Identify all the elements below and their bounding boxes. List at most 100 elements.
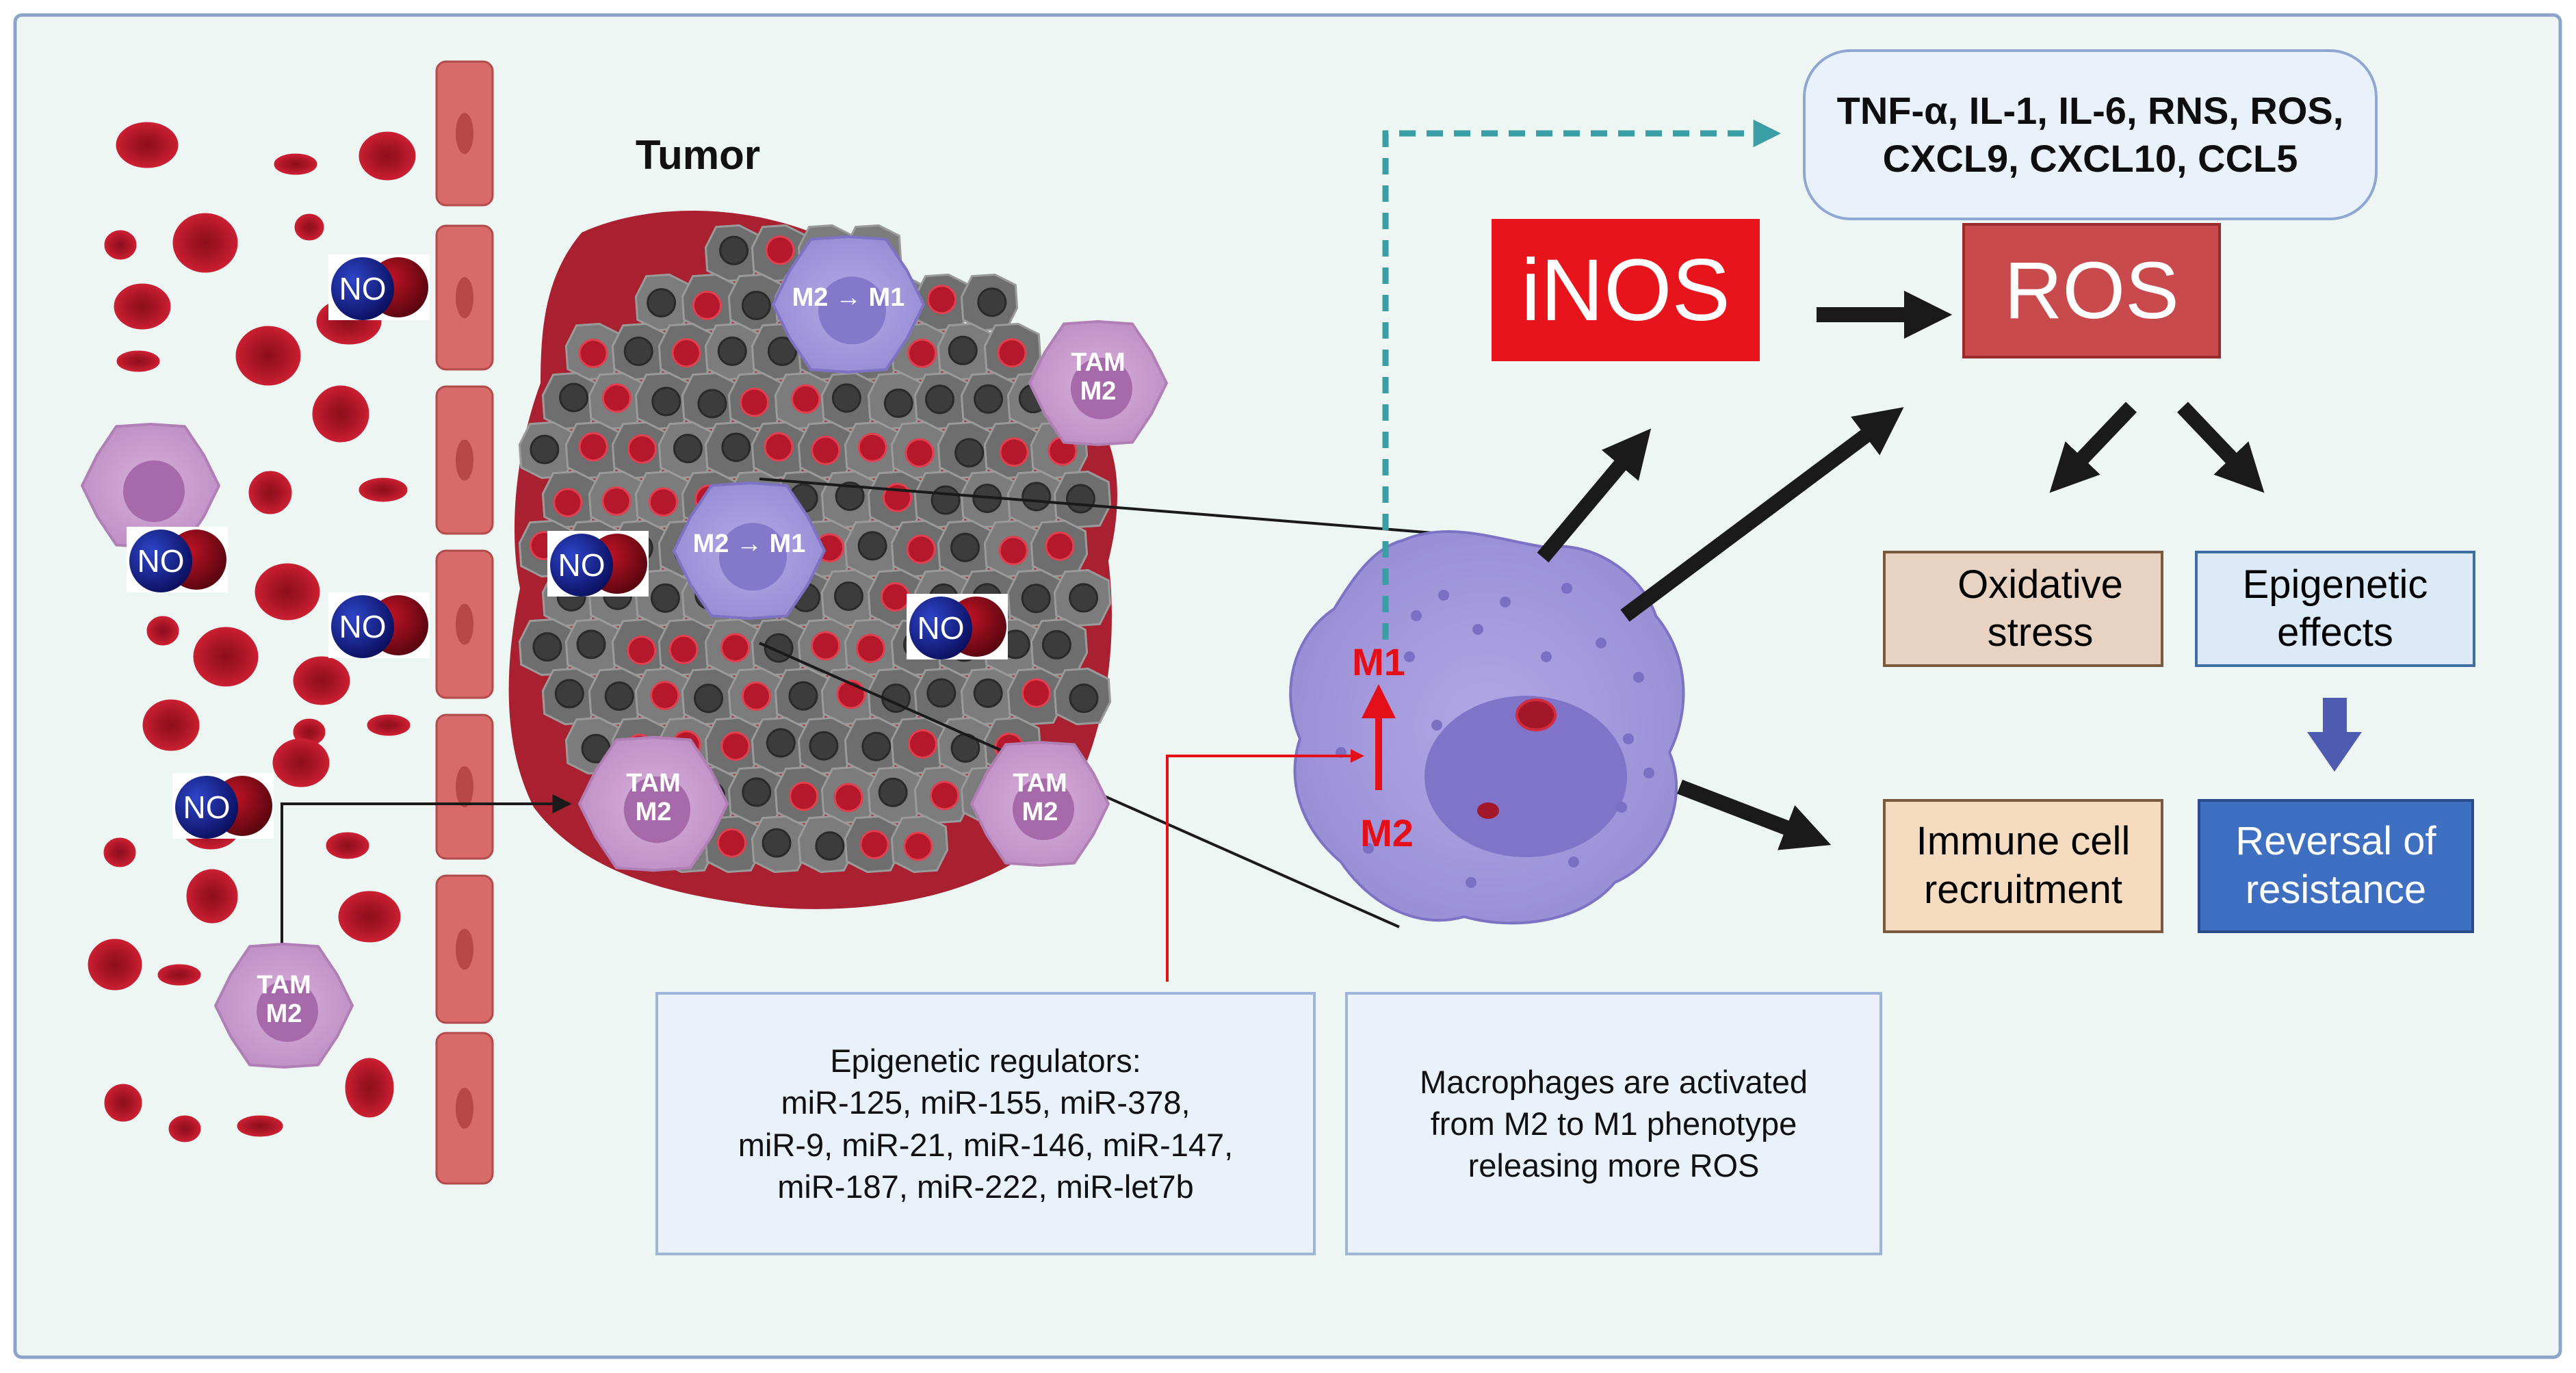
epigenetic-to-reversal-arrow bbox=[2307, 698, 2362, 772]
tumor-cell-nucleus bbox=[553, 488, 583, 518]
no-molecule-icon: NO bbox=[547, 531, 649, 597]
granule bbox=[1404, 651, 1415, 662]
red-blood-cell bbox=[172, 213, 238, 273]
tumor-cell-nucleus bbox=[926, 678, 957, 708]
granule bbox=[1596, 638, 1606, 649]
tam-cell bbox=[214, 943, 354, 1069]
regulators-line-3: miR-187, miR-222, miR-let7b bbox=[777, 1168, 1194, 1205]
m2-to-m1-label: M2 → M1 bbox=[692, 529, 806, 558]
red-blood-cell bbox=[114, 283, 171, 330]
tumor-cell-nucleus bbox=[997, 338, 1027, 368]
vessel-nucleus bbox=[456, 439, 473, 481]
red-blood-cell bbox=[168, 1115, 201, 1142]
epigenetic-line-2: effects bbox=[2277, 610, 2393, 655]
epigenetic-regulators-box: Epigenetic regulators: miR-125, miR-155,… bbox=[655, 992, 1316, 1255]
tumor-cell-nucleus bbox=[559, 382, 589, 413]
tumor-cell-nucleus bbox=[833, 581, 863, 611]
tumor-cell-nucleus bbox=[815, 831, 845, 861]
tumor-cell-nucleus bbox=[766, 728, 796, 758]
tam-label: TAM bbox=[1071, 348, 1126, 377]
tumor-cell-nucleus bbox=[791, 384, 821, 414]
tumor-cell-nucleus bbox=[881, 581, 911, 612]
oxidative-stress-box: Oxidative stress bbox=[1883, 551, 2163, 667]
tumor-cell-nucleus bbox=[668, 634, 699, 664]
tumor-label: Tumor bbox=[635, 132, 761, 178]
ros-to-epigenetic-arrow bbox=[2177, 402, 2265, 493]
red-blood-cell bbox=[104, 230, 137, 260]
macrophage-to-immune-arrow bbox=[1677, 779, 1832, 850]
tumor-cell-nucleus bbox=[977, 287, 1007, 317]
tumor-cell-nucleus bbox=[717, 336, 747, 366]
granule bbox=[1438, 590, 1449, 601]
cytokine-line-1: TNF-α, IL-1, IL-6, RNS, ROS, bbox=[1836, 89, 2344, 132]
vessel-nucleus bbox=[456, 766, 473, 807]
red-blood-cell bbox=[293, 656, 350, 705]
cytokine-dashed-arrow bbox=[1382, 119, 1782, 640]
tumor-cell-nucleus bbox=[998, 536, 1028, 566]
regulators-title: Epigenetic regulators: bbox=[830, 1043, 1141, 1080]
macrophage-cell bbox=[673, 482, 826, 620]
tam-cell bbox=[1028, 320, 1168, 446]
tumor-cell-nucleus bbox=[673, 434, 703, 464]
tumor-cells bbox=[518, 224, 1112, 874]
epigenetic-effects-box: Epigenetic effects bbox=[2195, 551, 2475, 667]
m2-phenotype-label: M2 bbox=[635, 797, 672, 826]
inos-label: iNOS bbox=[1521, 241, 1730, 339]
tumor-cell-nucleus bbox=[954, 438, 985, 468]
tam-label: TAM bbox=[1013, 769, 1067, 798]
vessel-nucleus bbox=[456, 277, 473, 318]
tumor-cell-nucleus bbox=[788, 681, 818, 711]
macrophage-to-inos-arrow bbox=[1537, 428, 1652, 563]
m1-label: M1 bbox=[1352, 640, 1405, 683]
red-blood-cell bbox=[116, 350, 160, 372]
red-blood-cell bbox=[142, 699, 200, 751]
tumor-cell-nucleus bbox=[878, 777, 908, 807]
red-blood-cell bbox=[193, 627, 259, 687]
tumor-cell-nucleus bbox=[831, 383, 861, 413]
tumor-cell-nucleus bbox=[1045, 531, 1075, 561]
zoom-line-top bbox=[759, 478, 1485, 538]
tumor-cell-nucleus bbox=[650, 583, 680, 613]
m2-phenotype-label: M2 bbox=[265, 999, 302, 1028]
tumor-cell-nucleus bbox=[741, 681, 771, 711]
red-blood-cell bbox=[272, 738, 330, 787]
vessel-nucleus bbox=[456, 603, 473, 645]
red-blood-cell bbox=[235, 326, 301, 386]
red-blood-cell bbox=[237, 1115, 283, 1137]
tam-cell bbox=[81, 423, 220, 549]
red-blood-cell bbox=[116, 122, 179, 168]
no-molecule-icon: NO bbox=[127, 527, 228, 592]
tumor-cell-nucleus bbox=[925, 384, 955, 415]
tumor-cell-nucleus bbox=[648, 487, 678, 517]
tumor-cell-nucleus bbox=[716, 828, 746, 858]
no-molecule-icon: NO bbox=[328, 254, 430, 320]
tumor-cell-nucleus bbox=[974, 384, 1004, 414]
tumor-cell-nucleus bbox=[604, 681, 634, 711]
granule bbox=[1541, 651, 1552, 662]
tumor-cell-nucleus bbox=[835, 481, 865, 511]
granule bbox=[1568, 857, 1579, 867]
granule bbox=[1561, 583, 1572, 594]
granule bbox=[1431, 720, 1442, 731]
note-line-1: Macrophages are activated bbox=[1420, 1063, 1808, 1100]
red-blood-cell bbox=[157, 964, 201, 986]
tumor-cell-nucleus bbox=[833, 783, 863, 813]
tumor-cell-nucleus bbox=[578, 432, 608, 462]
tumor-cell-nucleus bbox=[765, 235, 795, 265]
tam-label: TAM bbox=[626, 769, 681, 798]
vessel-wall bbox=[435, 60, 494, 1185]
tumor-cell-nucleus bbox=[576, 629, 606, 659]
tumor-cell-nucleus bbox=[692, 290, 723, 320]
tumor-cell-nucleus bbox=[1069, 683, 1099, 714]
m2-phenotype-label: M2 bbox=[1022, 797, 1058, 826]
red-blood-cell bbox=[312, 385, 369, 443]
immune-line-2: recruitment bbox=[1923, 867, 2123, 912]
reversal-resistance-box: Reversal of resistance bbox=[2198, 799, 2474, 933]
tumor-cell-nucleus bbox=[999, 437, 1029, 467]
tumor-cell-nucleus bbox=[1022, 482, 1052, 512]
